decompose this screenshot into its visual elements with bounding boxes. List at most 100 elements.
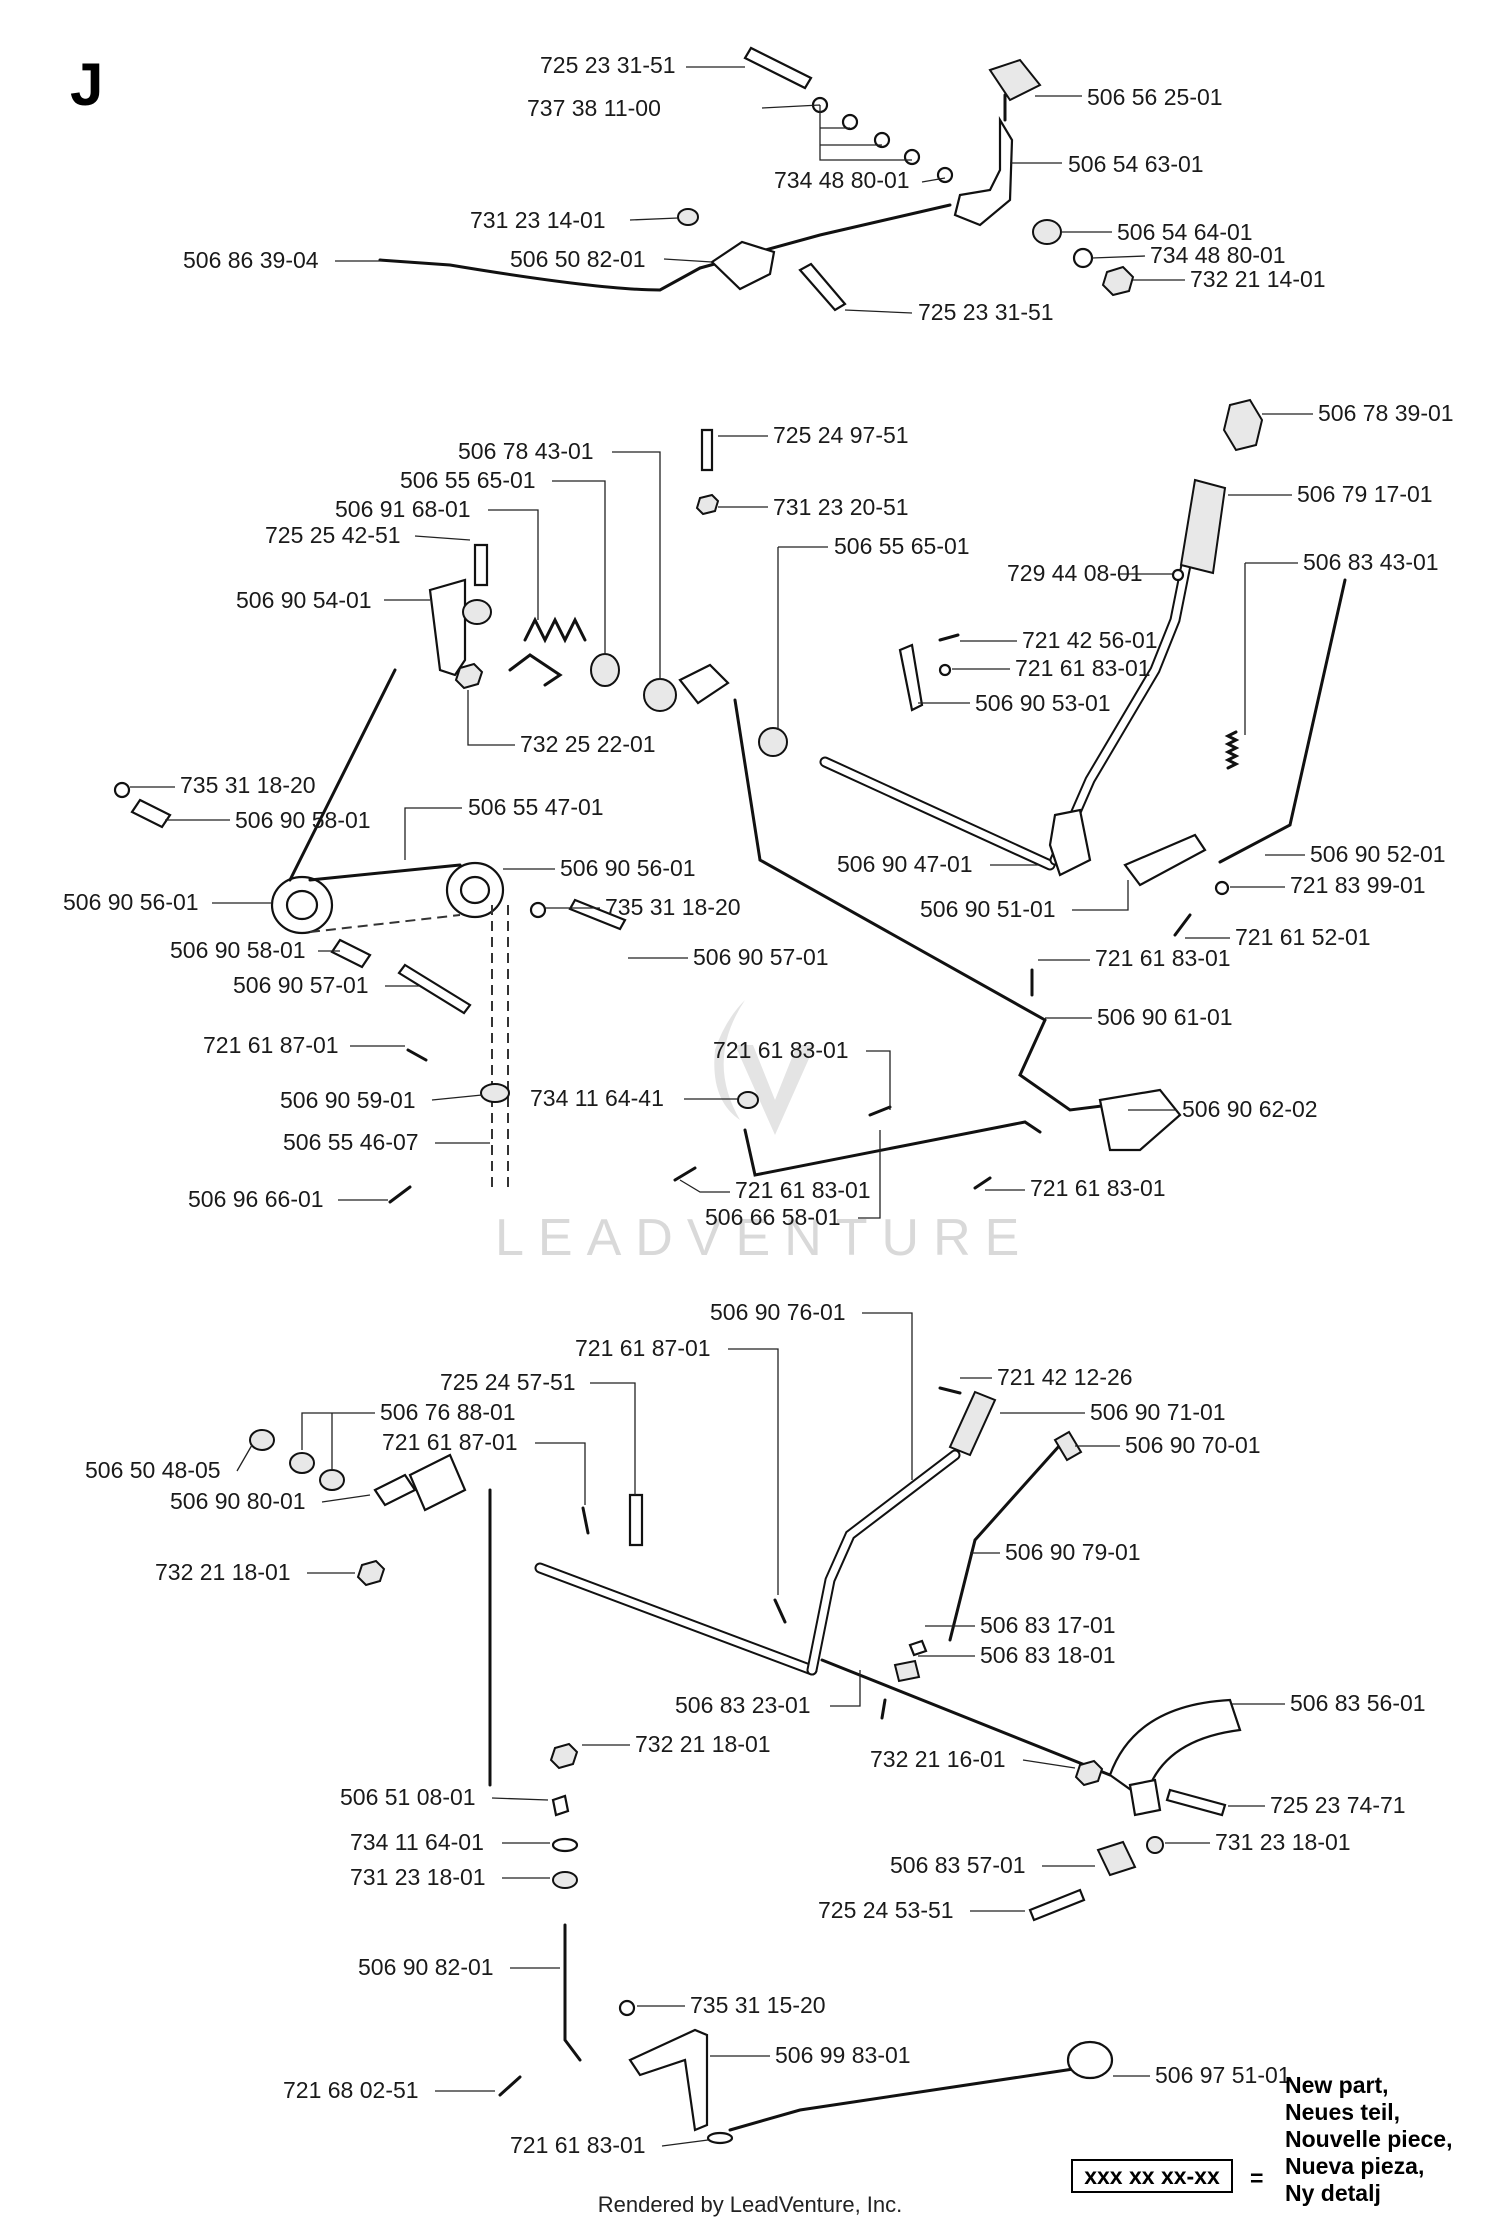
callout-label: 506 90 52-01 <box>1310 841 1446 867</box>
callout-label: 506 54 64-01 <box>1117 219 1253 245</box>
callout-label: 721 61 83-01 <box>1015 655 1151 681</box>
pin-721-42-12-26 <box>938 1386 962 1395</box>
callout-label: 725 24 53-51 <box>818 1897 954 1923</box>
nut-731-23-18-01-b <box>1146 1836 1164 1854</box>
callout-label: 506 90 61-01 <box>1097 1004 1233 1030</box>
washer-735-31-18-20-b <box>529 901 547 919</box>
nut-732-21-16-01 <box>1074 1759 1104 1787</box>
plate-506-90-53-01 <box>898 643 924 712</box>
washer-735-31-15-20 <box>618 1999 636 2017</box>
callout-label: 725 23 74-71 <box>1270 1792 1406 1818</box>
callout-label: 734 48 80-01 <box>774 167 910 193</box>
spring-small <box>880 1698 887 1720</box>
pin-721-61-87-01-a <box>581 1506 590 1535</box>
pin-721-61-52-01 <box>1173 913 1192 937</box>
watermark: LEADVENTURE <box>495 1000 1033 1267</box>
group-middle-lift <box>113 398 1347 1204</box>
callout-label: 506 90 70-01 <box>1125 1432 1261 1458</box>
callout-label: 506 50 82-01 <box>510 246 646 272</box>
cable-506-86-39-04 <box>378 258 702 292</box>
callout-label: 506 90 80-01 <box>170 1488 306 1514</box>
callout-label: 506 90 56-01 <box>63 889 199 915</box>
callout-labels: 725 23 31-51 737 38 11-00 734 48 80-01 7… <box>63 52 1454 2158</box>
bushing-506-90-59-01 <box>480 1083 510 1103</box>
spacer-506-90-58-01-b <box>330 938 372 969</box>
arm-506-78-43-01 <box>678 663 730 705</box>
bolt-725-23-74-71 <box>1165 1788 1227 1817</box>
callout-label: 506 90 62-02 <box>1182 1096 1318 1122</box>
pin-721-61-87-01-b <box>773 1598 787 1624</box>
watermark-flame-icon <box>714 1000 745 1120</box>
callout-label: 506 90 51-01 <box>920 896 1056 922</box>
callout-label: 732 21 16-01 <box>870 1746 1006 1772</box>
plate-506-90-47-01 <box>1048 808 1092 877</box>
callout-label: 506 78 43-01 <box>458 438 594 464</box>
pin-506-90-57-01-a <box>397 963 472 1015</box>
callout-label: 506 83 57-01 <box>890 1852 1026 1878</box>
callout-label: 725 24 97-51 <box>773 422 909 448</box>
part-506-83-17-01 <box>908 1639 928 1657</box>
callout-label: 721 61 83-01 <box>510 2132 646 2158</box>
callout-label: 506 55 65-01 <box>400 467 536 493</box>
pin-721-42-56-01 <box>938 633 960 642</box>
group-bottom-adjuster <box>249 1386 1242 2145</box>
callout-label: 506 99 83-01 <box>775 2042 911 2068</box>
callout-label: 506 79 17-01 <box>1297 481 1433 507</box>
callout-label: 732 21 18-01 <box>155 1559 291 1585</box>
spring-hook <box>508 653 563 687</box>
callout-label: 721 61 83-01 <box>735 1177 871 1203</box>
callout-label: 732 25 22-01 <box>520 731 656 757</box>
callout-label: 506 97 51-01 <box>1155 2062 1291 2088</box>
callout-label: 721 61 87-01 <box>203 1032 339 1058</box>
nut-732-21-18-01 <box>356 1559 386 1587</box>
callout-label: 731 23 20-51 <box>773 494 909 520</box>
callout-label: 506 96 66-01 <box>188 1186 324 1212</box>
eye-506-97-51-01 <box>1066 2040 1114 2080</box>
clip-721-68-02-51 <box>498 2075 522 2097</box>
callout-label: 506 66 58-01 <box>705 1204 841 1230</box>
washer-734-11-64-41 <box>737 1091 759 1109</box>
legend-line: Neues teil, <box>1285 2099 1400 2125</box>
pin-721-61-83-01-g <box>706 2131 734 2145</box>
callout-label: 506 90 71-01 <box>1090 1399 1226 1425</box>
nut-731-23-20-51 <box>695 493 720 516</box>
callout-label: 725 25 42-51 <box>265 522 401 548</box>
callout-label: 506 54 63-01 <box>1068 151 1204 177</box>
callout-label: 737 38 11-00 <box>527 95 661 121</box>
callout-label: 735 31 18-20 <box>180 772 316 798</box>
bolt-725-24-53-51 <box>1028 1888 1086 1922</box>
callout-label: 506 91 68-01 <box>335 496 471 522</box>
footer-credit: Rendered by LeadVenture, Inc. <box>598 2192 903 2217</box>
callout-label: 506 50 48-05 <box>85 1457 221 1483</box>
callout-label: 506 83 18-01 <box>980 1642 1116 1668</box>
spring-506-83-43-01 <box>1224 730 1240 770</box>
lever-506-90-76-01 <box>806 1449 961 1676</box>
callout-label: 506 55 47-01 <box>468 794 604 820</box>
rod-506-66-58-01 <box>743 1120 1042 1177</box>
legend-equals: = <box>1250 2165 1263 2191</box>
block-506-83-57-01 <box>1096 1840 1137 1877</box>
pin-721-83-99-01 <box>1214 880 1230 896</box>
pin-721-61-87-01 <box>406 1048 428 1062</box>
callout-label: 506 90 57-01 <box>233 972 369 998</box>
bracket-506-90-80-01-b <box>408 1453 467 1512</box>
callout-label: 721 61 52-01 <box>1235 924 1371 950</box>
rod-506-90-79-01 <box>948 1443 1062 1642</box>
callout-label: 506 90 82-01 <box>358 1954 494 1980</box>
bolt-725-24-57-51 <box>628 1493 644 1547</box>
knob-506-78-39-01 <box>1222 398 1264 452</box>
watermark-text: LEADVENTURE <box>495 1209 1033 1267</box>
callout-label: 732 21 18-01 <box>635 1731 771 1757</box>
nut-731-23-18-01 <box>552 1871 578 1889</box>
bushing-506-55-65-01-b <box>758 727 788 757</box>
callout-label: 506 83 23-01 <box>675 1692 811 1718</box>
callout-label: 506 51 08-01 <box>340 1784 476 1810</box>
callout-label: 725 23 31-51 <box>540 52 676 78</box>
callout-label: 506 90 58-01 <box>235 807 371 833</box>
callout-label: 506 90 54-01 <box>236 587 372 613</box>
washer-734-11-64-01 <box>551 1837 579 1853</box>
callout-label: 725 23 31-51 <box>918 299 1054 325</box>
section-letter: J <box>70 51 103 118</box>
group-top-pedal <box>378 46 1135 312</box>
